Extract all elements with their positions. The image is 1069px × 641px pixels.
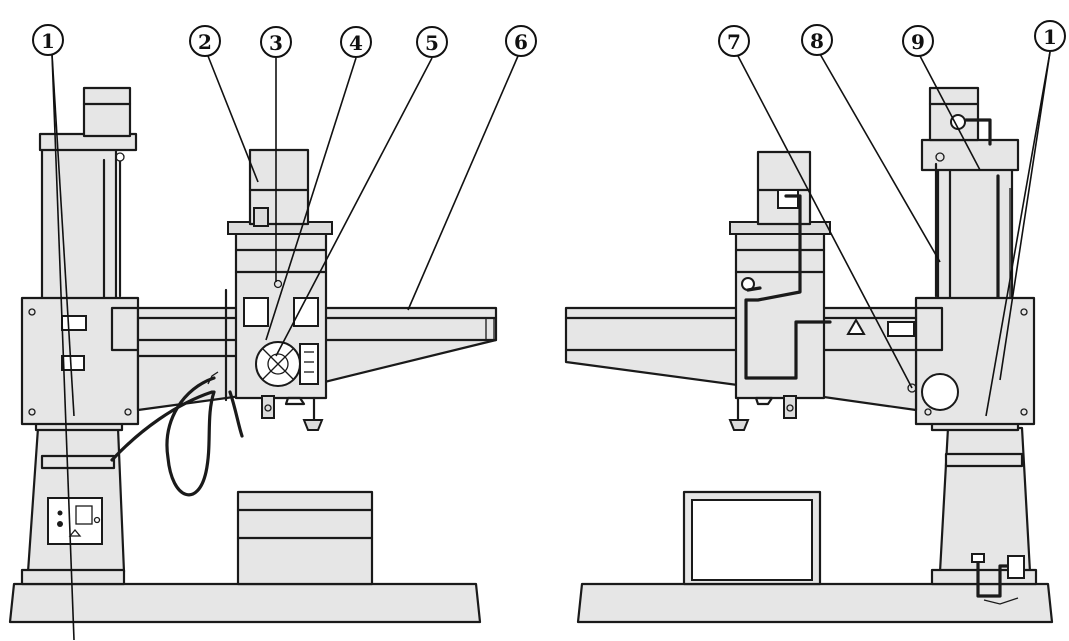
right-column-cap	[920, 138, 1020, 172]
callout-7: 7	[718, 25, 750, 57]
callout-5: 5	[416, 26, 448, 58]
right-column-pedestal	[938, 426, 1032, 574]
callout-8: 8	[801, 24, 833, 56]
left-electric-box	[47, 497, 103, 545]
callout-8-label: 8	[810, 29, 824, 53]
callout-3-label: 3	[269, 31, 283, 55]
left-view	[8, 86, 498, 624]
callout-7-label: 7	[727, 30, 741, 54]
right-view	[564, 86, 1054, 624]
callout-1-right: 1	[1034, 20, 1066, 52]
right-coolant-plumbing	[976, 554, 1016, 598]
right-drill-head	[734, 228, 826, 400]
callout-1-left-label: 1	[41, 29, 55, 53]
callout-1-right-label: 1	[1043, 25, 1057, 49]
callout-2: 2	[189, 25, 221, 57]
callout-6-label: 6	[514, 30, 528, 54]
callout-4-label: 4	[349, 31, 363, 55]
right-head-motor	[756, 150, 812, 226]
callout-5-label: 5	[425, 31, 439, 55]
callout-3: 3	[260, 26, 292, 58]
leader-lines	[51, 51, 1051, 641]
callout-1-left: 1	[32, 24, 64, 56]
left-base-plate	[8, 582, 482, 624]
right-elevation-motor	[921, 373, 959, 411]
right-column-motor	[928, 86, 980, 142]
callout-9: 9	[902, 25, 934, 57]
callout-2-label: 2	[198, 30, 212, 54]
callout-6: 6	[505, 25, 537, 57]
left-column-motor	[82, 86, 132, 138]
callout-4: 4	[340, 26, 372, 58]
callouts: 1 2 3 4 5 6 7 8	[32, 20, 1066, 58]
right-base-plate	[576, 582, 1054, 624]
callout-9-label: 9	[911, 30, 925, 54]
right-head-hose	[744, 194, 832, 380]
